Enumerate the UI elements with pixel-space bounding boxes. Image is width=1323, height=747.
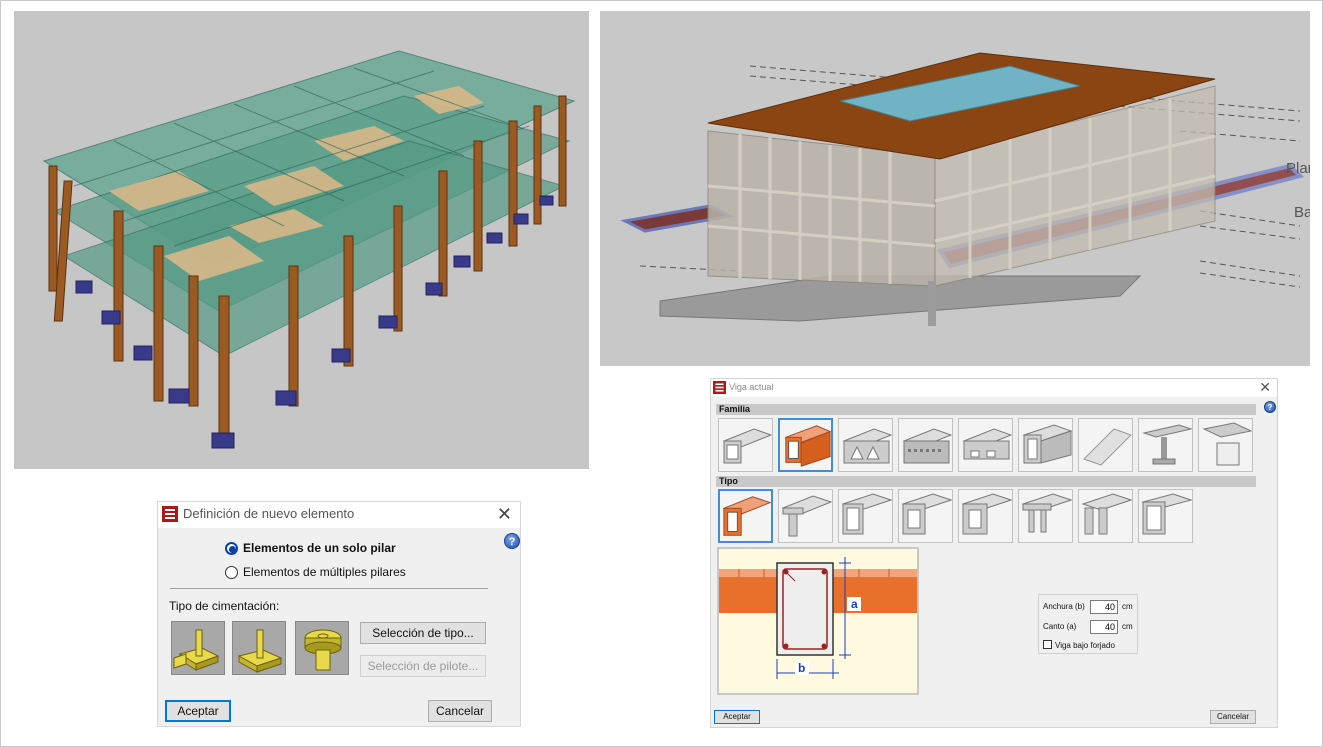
- dialog-title: Definición de nuevo elemento: [183, 506, 355, 521]
- beam-family-concrete-icon: [784, 425, 831, 467]
- radio-unchecked-icon: [225, 565, 238, 579]
- beam-section-drawing: a b: [719, 557, 917, 679]
- foundation-type-footing-button[interactable]: [171, 621, 225, 675]
- under-slab-checkbox[interactable]: [1043, 640, 1052, 649]
- dialog-titlebar: Definición de nuevo elemento ✕: [158, 502, 520, 528]
- accept-button[interactable]: Aceptar: [165, 700, 231, 722]
- family-header: Familia: [716, 404, 1256, 415]
- structure-3d-model: [42, 50, 576, 449]
- beam-type-double-T-icon: [1021, 493, 1072, 533]
- foundation-type-isolated-button[interactable]: [232, 621, 286, 675]
- building-3d-model: Plan Ba: [620, 52, 1310, 326]
- beam-type-rectangular-icon: [722, 496, 771, 536]
- level-label-ba: Ba: [1294, 204, 1310, 221]
- radio-checked-icon: [225, 541, 238, 555]
- dimension-a-label: a: [851, 597, 858, 611]
- level-label-plan: Plan: [1286, 160, 1310, 177]
- select-type-button[interactable]: Selección de tipo...: [360, 622, 486, 644]
- app-logo-icon: [162, 506, 178, 522]
- section-preview: a b: [717, 547, 919, 695]
- app-logo-icon: [713, 381, 726, 394]
- cancel-button[interactable]: Cancelar: [428, 700, 492, 722]
- beam-type-twin-icon: [1081, 493, 1132, 535]
- radio-multiple-pillars[interactable]: Elementos de múltiples pilares: [225, 565, 406, 579]
- beam-type-T-icon: [781, 495, 832, 537]
- family-tile-9[interactable]: [1198, 418, 1253, 472]
- footing-with-beam-icon: [173, 629, 220, 671]
- separator: [170, 588, 488, 589]
- under-slab-label: Viga bajo forjado: [1055, 641, 1115, 650]
- pile-cap-icon: [304, 629, 342, 671]
- type-tile-4[interactable]: [898, 489, 953, 543]
- family-tile-7[interactable]: [1078, 418, 1133, 472]
- help-icon[interactable]: ?: [1264, 401, 1276, 413]
- radio-single-pillar[interactable]: Elementos de un solo pilar: [225, 541, 396, 555]
- beam-type-hollow-icon: [1141, 493, 1192, 535]
- family-tile-1[interactable]: [718, 418, 773, 472]
- beam-family-joist-icon: [902, 428, 952, 464]
- beam-type-L-icon: [961, 493, 1012, 535]
- beam-family-box-icon: [1022, 424, 1072, 464]
- type-tile-8[interactable]: [1138, 489, 1193, 543]
- type-tile-3[interactable]: [838, 489, 893, 543]
- beam-type-box-icon: [841, 493, 892, 535]
- foundation-type-pile-cap-button[interactable]: [295, 621, 349, 675]
- family-tile-4[interactable]: [898, 418, 953, 472]
- dimensions-group: Anchura (b) 40 cm Canto (a) 40 cm Viga b…: [1038, 594, 1138, 654]
- dialog-titlebar: Viga actual ✕: [711, 379, 1277, 397]
- width-input[interactable]: 40: [1090, 600, 1118, 614]
- radio-multiple-pillars-label: Elementos de múltiples pilares: [243, 565, 406, 579]
- select-pile-button[interactable]: Selección de pilote...: [360, 655, 486, 677]
- foundation-type-label: Tipo de cimentación:: [169, 599, 280, 613]
- type-tile-6[interactable]: [1018, 489, 1073, 543]
- beam-family-truss-icon: [842, 428, 892, 464]
- close-icon[interactable]: ✕: [496, 504, 512, 524]
- beam-type-U-icon: [901, 493, 952, 535]
- type-tile-2[interactable]: [778, 489, 833, 543]
- help-icon[interactable]: ?: [504, 533, 520, 549]
- type-header: Tipo: [716, 476, 1256, 487]
- close-icon[interactable]: ✕: [1259, 379, 1271, 395]
- type-tile-1-selected[interactable]: [718, 489, 773, 543]
- family-tile-5[interactable]: [958, 418, 1013, 472]
- width-unit: cm: [1122, 602, 1133, 611]
- building-3d-view[interactable]: Plan Ba: [600, 11, 1310, 366]
- dimension-b-label: b: [798, 661, 805, 675]
- dialog-title: Viga actual: [729, 382, 774, 392]
- beam-family-wood-icon: [1202, 422, 1252, 466]
- beam-family-hollow-core-icon: [722, 428, 772, 464]
- family-tile-8[interactable]: [1138, 418, 1193, 472]
- depth-input[interactable]: 40: [1090, 620, 1118, 634]
- current-beam-dialog: Viga actual ✕ ? Familia Tipo: [710, 378, 1278, 728]
- structure-3d-view[interactable]: [14, 11, 589, 469]
- family-tile-3[interactable]: [838, 418, 893, 472]
- radio-single-pillar-label: Elementos de un solo pilar: [243, 541, 396, 555]
- dialog-body: ? Elementos de un solo pilar Elementos d…: [158, 528, 520, 726]
- depth-unit: cm: [1122, 622, 1133, 631]
- accept-button[interactable]: Aceptar: [714, 710, 760, 724]
- beam-family-steel-icon: [1142, 424, 1192, 465]
- type-tile-7[interactable]: [1078, 489, 1133, 543]
- depth-label: Canto (a): [1043, 622, 1077, 631]
- beam-family-slab-icon: [962, 428, 1012, 460]
- isolated-footing-icon: [237, 629, 283, 673]
- beam-family-flat-icon: [1083, 428, 1132, 466]
- new-element-dialog: Definición de nuevo elemento ✕ ? Element…: [157, 501, 521, 727]
- type-tile-5[interactable]: [958, 489, 1013, 543]
- width-label: Anchura (b): [1043, 602, 1085, 611]
- cancel-button[interactable]: Cancelar: [1210, 710, 1256, 724]
- family-tile-2-selected[interactable]: [778, 418, 833, 472]
- family-tile-6[interactable]: [1018, 418, 1073, 472]
